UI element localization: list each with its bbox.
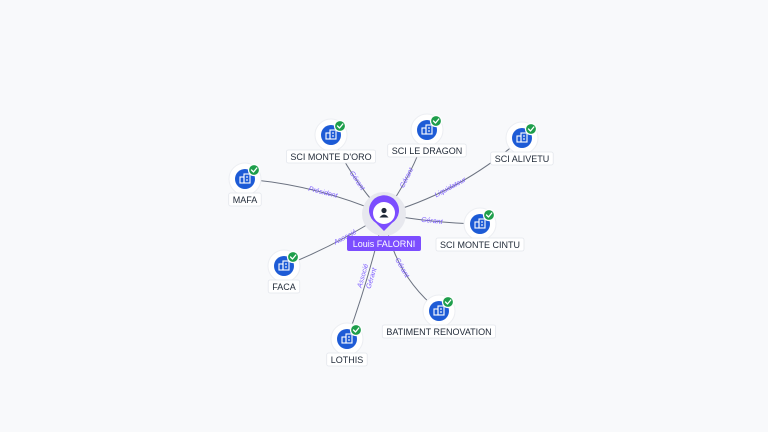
center-label-bg xyxy=(347,236,421,251)
node-label-bg xyxy=(387,143,467,158)
building-icon xyxy=(421,124,433,135)
building-icon xyxy=(516,132,528,143)
edge-label: Liquidateur xyxy=(434,176,468,199)
verified-check-icon xyxy=(247,163,261,177)
node-sci-monte-doro[interactable]: SCI MONTE D'ORO xyxy=(285,118,376,164)
building-icon xyxy=(325,129,337,140)
node-label: SCI MONTE CINTU xyxy=(440,240,520,250)
node-label-bg xyxy=(490,151,554,166)
building-icon xyxy=(341,333,353,344)
node-label: SCI ALIVETU xyxy=(495,154,550,164)
building-icon xyxy=(278,260,290,271)
node-label-bg xyxy=(435,237,525,252)
center-label: Louis FALORNI xyxy=(353,239,416,249)
building-icon xyxy=(474,218,486,229)
building-icon xyxy=(433,305,445,316)
node-label: LOTHIS xyxy=(331,355,364,365)
node-label: BATIMENT RENOVATION xyxy=(386,327,491,337)
node-label: SCI LE DRAGON xyxy=(392,146,463,156)
edge-label: Gérant xyxy=(421,217,444,226)
center-node[interactable]: Louis FALORNI xyxy=(347,192,421,251)
node-batiment-renovation[interactable]: BATIMENT RENOVATION xyxy=(381,294,496,339)
node-label-bg xyxy=(267,279,301,294)
node-faca[interactable]: FACA xyxy=(267,249,301,294)
edge-label: Président xyxy=(308,186,339,200)
node-mafa[interactable]: MAFA xyxy=(228,162,262,207)
node-label-bg xyxy=(285,149,376,164)
verified-check-icon xyxy=(524,122,538,136)
verified-check-icon xyxy=(429,114,443,128)
nodes-layer: MAFA SCI MONTE D'ORO SCI LE DRAGON SCI ALIV… xyxy=(228,113,554,367)
node-sci-le-dragon[interactable]: SCI LE DRAGON xyxy=(387,113,467,158)
verified-check-icon xyxy=(482,208,496,222)
node-label: MAFA xyxy=(233,195,258,205)
verified-check-icon xyxy=(441,295,455,309)
building-icon xyxy=(239,173,251,184)
node-lothis[interactable]: LOTHIS xyxy=(326,322,368,367)
node-label-bg xyxy=(326,352,368,367)
edge-label: Gérant xyxy=(399,166,415,189)
verified-check-icon xyxy=(333,119,347,133)
node-label-bg xyxy=(381,324,496,339)
verified-check-icon xyxy=(286,250,300,264)
node-label: SCI MONTE D'ORO xyxy=(290,152,371,162)
node-label-bg xyxy=(228,192,262,207)
edge-label: Gérant xyxy=(348,170,366,193)
node-sci-monte-cintu[interactable]: SCI MONTE CINTU xyxy=(435,207,525,252)
node-sci-alivetu[interactable]: SCI ALIVETU xyxy=(490,121,554,166)
node-label: FACA xyxy=(272,282,296,292)
edge-label: Gérant xyxy=(393,257,410,280)
verified-check-icon xyxy=(349,323,363,337)
person-icon xyxy=(379,207,389,218)
